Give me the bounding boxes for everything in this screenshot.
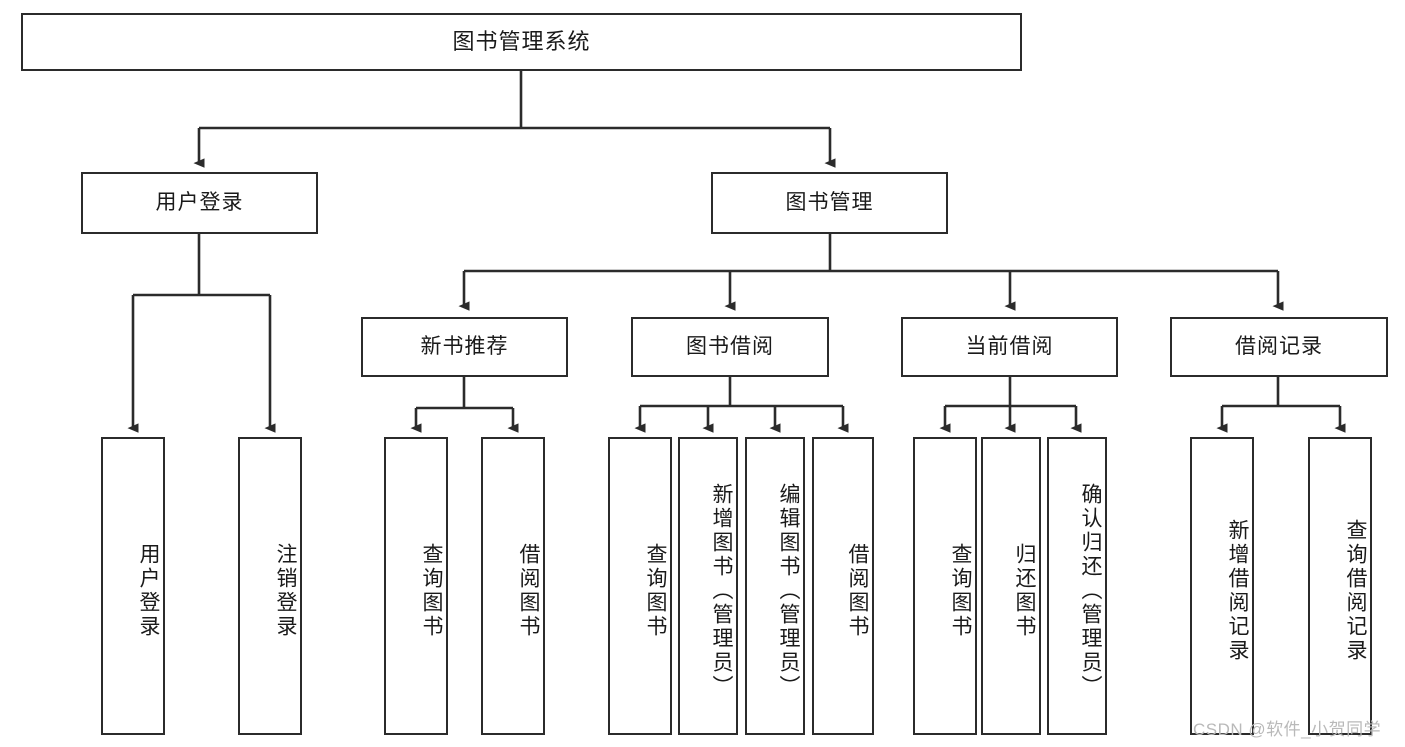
leaf-add-record[interactable]: 新增借阅记录: [1190, 437, 1254, 735]
csdn-watermark: CSDN @软件_小贺同学: [1193, 720, 1382, 739]
leaf-logout-login[interactable]: 注销登录: [238, 437, 302, 735]
leaf-query-book-1[interactable]: 查询图书: [384, 437, 448, 735]
leaf-borrow-book-2[interactable]: 借阅图书: [812, 437, 874, 735]
node-user-login[interactable]: 用户登录: [81, 172, 318, 234]
leaf-user-login[interactable]: 用户登录: [101, 437, 165, 735]
leaf-query-record[interactable]: 查询借阅记录: [1308, 437, 1372, 735]
node-current-borrow[interactable]: 当前借阅: [901, 317, 1118, 377]
node-book-manage[interactable]: 图书管理: [711, 172, 948, 234]
leaf-confirm-return[interactable]: 确认归还（管理员）: [1047, 437, 1107, 735]
leaf-return-book[interactable]: 归还图书: [981, 437, 1041, 735]
leaf-edit-book[interactable]: 编辑图书（管理员）: [745, 437, 805, 735]
leaf-add-book[interactable]: 新增图书（管理员）: [678, 437, 738, 735]
node-new-book-recommend[interactable]: 新书推荐: [361, 317, 568, 377]
leaf-borrow-book-1[interactable]: 借阅图书: [481, 437, 545, 735]
node-borrow-record[interactable]: 借阅记录: [1170, 317, 1388, 377]
leaf-query-book-3[interactable]: 查询图书: [913, 437, 977, 735]
node-root-system[interactable]: 图书管理系统: [21, 13, 1022, 71]
node-book-borrow[interactable]: 图书借阅: [631, 317, 829, 377]
leaf-query-book-2[interactable]: 查询图书: [608, 437, 672, 735]
